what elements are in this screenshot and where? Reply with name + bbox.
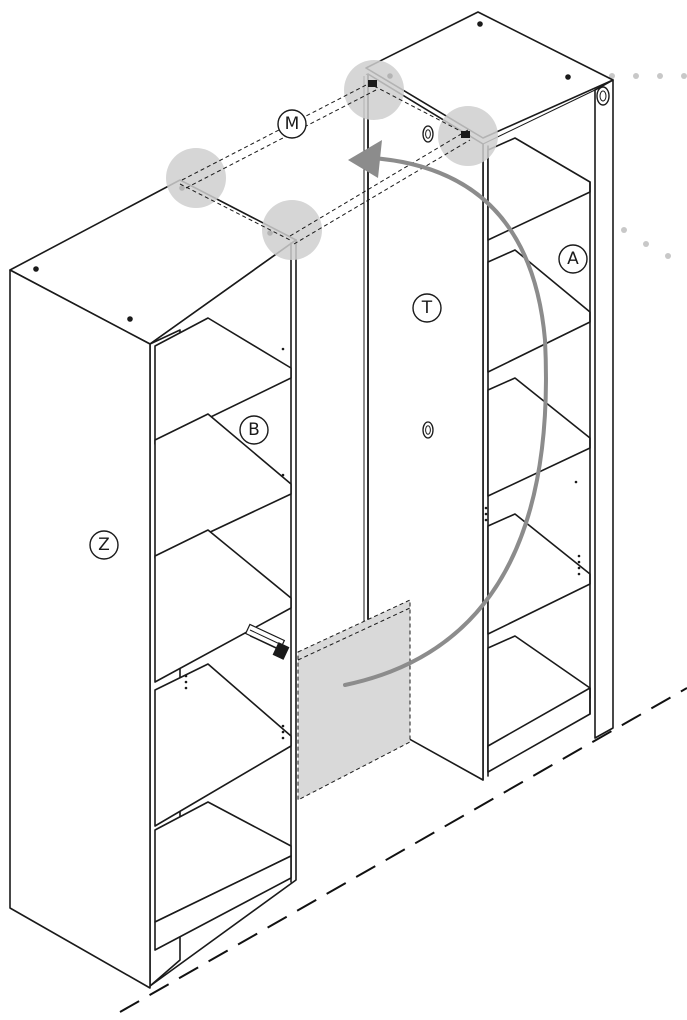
label-a: A [558,244,588,274]
connector-fitting [244,623,290,660]
cabinet-z [9,179,297,989]
label-b: B [239,415,269,445]
connector-m-outline [166,60,498,260]
svg-text:Z: Z [98,535,110,555]
svg-text:B: B [248,420,260,440]
label-m: M [277,109,307,139]
rotation-arrow [343,140,548,687]
floor-line [119,687,687,1013]
cam-lock-icon [422,421,434,439]
cabinet-a [365,11,614,781]
svg-text:T: T [421,298,433,318]
cam-lock-icon [422,125,434,143]
back-panel [297,599,411,801]
cam-lock-icon [596,86,610,106]
svg-text:M: M [285,114,300,134]
svg-text:A: A [567,249,579,269]
label-t: T [412,293,442,323]
panel-t [363,73,484,781]
label-z: Z [89,530,119,560]
